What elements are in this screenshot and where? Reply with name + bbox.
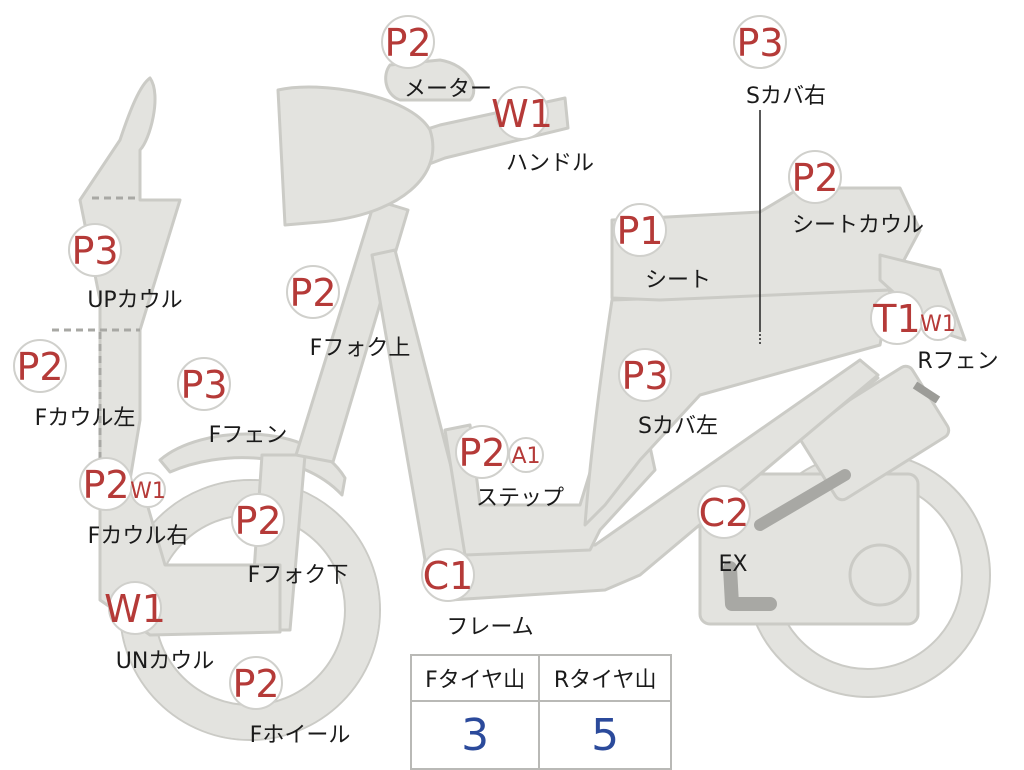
badge-seat: P1 — [613, 203, 667, 257]
badge-frame: C1 — [421, 548, 475, 602]
rear-tire-tread-header: Rタイヤ山 — [538, 654, 672, 702]
label-seat: シート — [645, 268, 711, 293]
label-r-fender: Rフェン — [917, 349, 998, 374]
badge-f-fender: P3 — [177, 357, 231, 411]
label-seat-cowl: シートカウル — [792, 213, 924, 238]
badge-f-fender-code: P3 — [180, 363, 227, 407]
badge-s-cover-left: P3 — [618, 348, 672, 402]
label-un-cowl: UNカウル — [116, 649, 215, 674]
badge-f-fork-lower-code: P2 — [234, 499, 281, 543]
badge-seat-cowl-code: P2 — [791, 156, 838, 200]
badge-seat-cowl: P2 — [788, 150, 842, 204]
front-tire-tread-value: 3 — [409, 700, 541, 770]
badge-step-code: P2 — [458, 431, 505, 475]
label-step: ステップ — [476, 486, 564, 511]
label-f-fork-lower: Fフォク下 — [248, 563, 349, 588]
tire-tread-table: Fタイヤ山 Rタイヤ山 3 5 — [409, 654, 672, 770]
badge-un-cowl: W1 — [104, 581, 166, 635]
label-f-fork-upper: Fフォク上 — [310, 336, 411, 361]
badge-handle: W1 — [491, 86, 553, 140]
badge-r-fender: T1 W1 — [870, 291, 956, 345]
badge-f-wheel-code: P2 — [232, 662, 279, 706]
label-f-fender: Fフェン — [209, 423, 288, 448]
badge-r-fender-code: T1 — [872, 297, 920, 341]
badge-f-cowl-left: P2 — [13, 339, 67, 393]
badge-r-fender-extra: W1 — [920, 312, 956, 337]
badge-f-fork-lower: P2 — [231, 493, 285, 547]
badge-f-cowl-right-extra: W1 — [130, 479, 166, 504]
tire-tread-value-row: 3 5 — [409, 700, 672, 770]
muffler-pipe-tip — [912, 381, 941, 404]
badge-frame-code: C1 — [423, 554, 474, 598]
front-cowl — [78, 76, 182, 502]
badge-up-cowl-code: P3 — [71, 229, 118, 273]
badge-ex-code: C2 — [699, 491, 750, 535]
seat — [610, 186, 922, 302]
badge-step-extra: A1 — [511, 444, 540, 469]
badge-handle-code: W1 — [491, 92, 553, 136]
badge-f-fork-upper: P2 — [286, 265, 340, 319]
label-s-cover-right: Sカバ右 — [746, 84, 826, 109]
badge-f-cowl-right: P2 W1 — [79, 457, 166, 511]
label-up-cowl: UPカウル — [87, 288, 182, 313]
rear-tire-tread-value: 5 — [538, 700, 672, 770]
badge-ex: C2 — [697, 485, 751, 539]
label-frame: フレーム — [446, 615, 533, 640]
badge-f-cowl-right-code: P2 — [82, 463, 129, 507]
badge-meter-code: P2 — [384, 21, 431, 65]
label-f-cowl-left: Fカウル左 — [35, 406, 136, 431]
label-ex: EX — [719, 552, 748, 577]
label-s-cover-left: Sカバ左 — [638, 414, 718, 439]
label-f-cowl-right: Fカウル右 — [88, 524, 189, 549]
label-handle: ハンドル — [506, 151, 594, 176]
label-meter: メーター — [404, 77, 492, 102]
badge-s-cover-right: P3 — [733, 15, 787, 69]
badge-s-cover-left-code: P3 — [621, 354, 668, 398]
side-cover — [583, 288, 892, 527]
exhaust-pipe — [723, 561, 777, 611]
badge-step: P2 A1 — [455, 425, 544, 479]
badge-meter: P2 — [381, 15, 435, 69]
headlight — [276, 85, 435, 227]
meter-housing — [384, 58, 476, 102]
badge-seat-code: P1 — [616, 209, 663, 253]
badge-f-wheel: P2 — [229, 656, 283, 710]
front-tire-tread-header: Fタイヤ山 — [409, 654, 541, 702]
badge-f-fork-upper-code: P2 — [289, 271, 336, 315]
tire-tread-header-row: Fタイヤ山 Rタイヤ山 — [409, 654, 672, 702]
rear-hub — [848, 543, 912, 607]
label-f-wheel: Fホイール — [250, 723, 351, 748]
badge-up-cowl: P3 — [68, 223, 122, 277]
badge-f-cowl-left-code: P2 — [16, 345, 63, 389]
exhaust-link — [754, 469, 851, 531]
badge-un-cowl-code: W1 — [104, 587, 166, 631]
badge-s-cover-right-code: P3 — [736, 21, 783, 65]
